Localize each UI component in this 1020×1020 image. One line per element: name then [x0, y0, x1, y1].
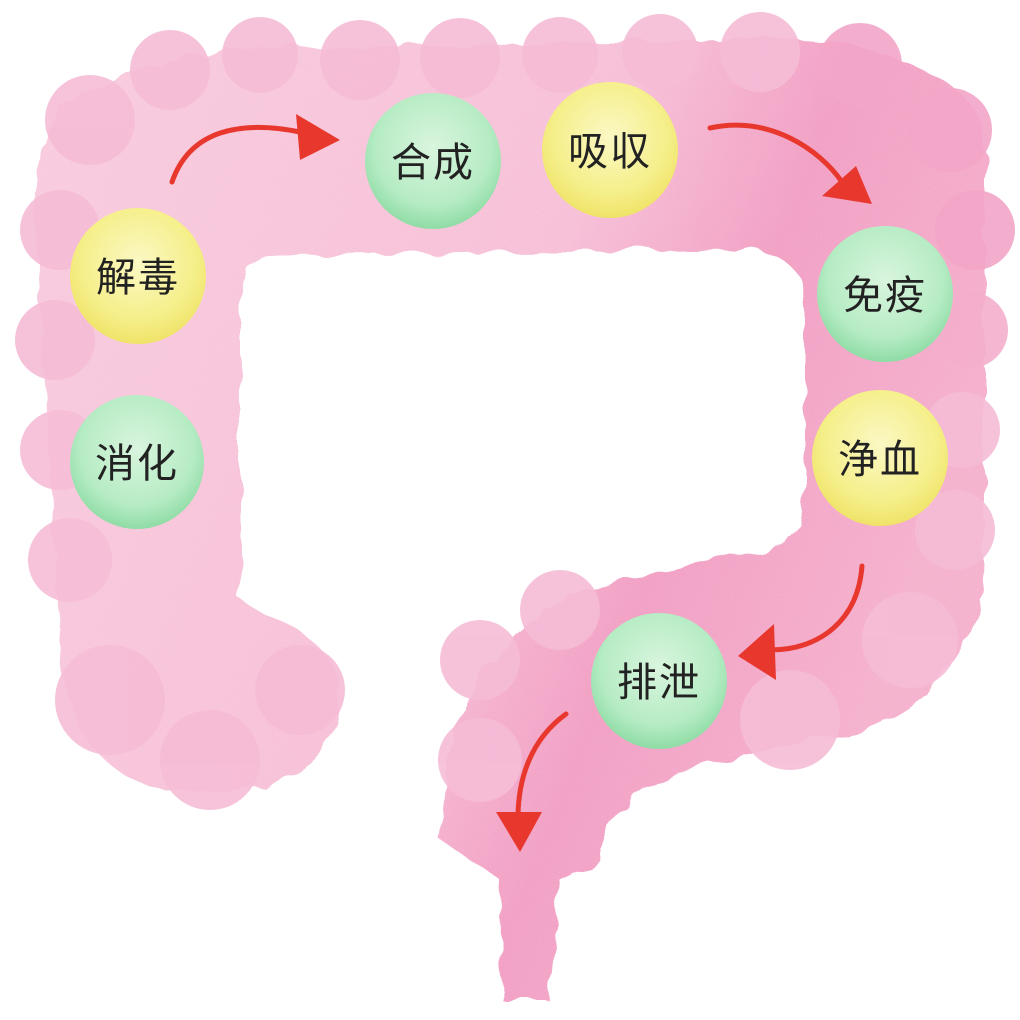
intestine-bumps: [15, 12, 1015, 810]
node-joketsu: 浄血: [812, 390, 948, 526]
node-haisetsu: 排泄: [591, 613, 727, 749]
arrowhead-4: [496, 812, 542, 852]
node-label-shoka: 消化: [95, 441, 179, 487]
node-shoka: 消化: [70, 395, 204, 529]
node-label-gosei: 合成: [391, 140, 475, 186]
arrowhead-3: [738, 624, 776, 680]
intestine-shape: [36, 38, 985, 1000]
arrow-gedoku-to-gosei: [169, 124, 303, 185]
arrow-joketsu-to-haisetsu: [767, 563, 865, 653]
node-label-meneki: 免疫: [843, 273, 927, 319]
arrow-heads: [296, 114, 872, 852]
node-gedoku: 解毒: [70, 208, 206, 344]
node-label-gedoku: 解毒: [96, 255, 180, 301]
node-label-kyushu: 吸収: [568, 129, 652, 175]
node-label-joketsu: 浄血: [838, 437, 922, 483]
arrow-haisetsu-out: [515, 711, 569, 821]
node-label-haisetsu: 排泄: [617, 660, 701, 706]
node-meneki: 免疫: [817, 226, 953, 362]
arrow-kyushu-to-meneki: [707, 122, 845, 185]
arrowhead-1: [296, 114, 340, 160]
node-gosei: 合成: [365, 93, 501, 229]
node-kyushu: 吸収: [542, 82, 678, 218]
arrowhead-2: [822, 166, 872, 204]
flow-arrows: [169, 122, 865, 821]
